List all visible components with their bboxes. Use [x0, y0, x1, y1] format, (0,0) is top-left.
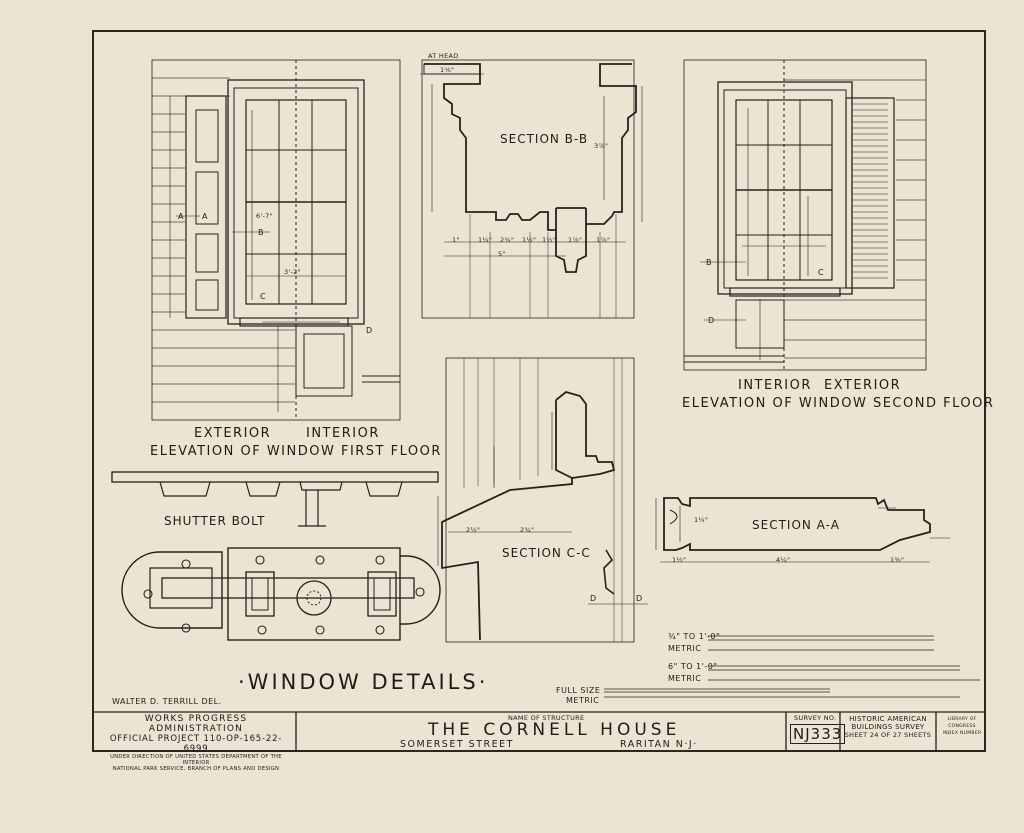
dim-ff-width: 3'-2": [284, 268, 301, 276]
dim-bb-row: 1": [452, 236, 460, 244]
structure-name: THE CORNELL HOUSE: [428, 720, 681, 740]
scale-full-size-label: FULL SIZE: [556, 686, 601, 695]
sf-label-exterior: EXTERIOR: [824, 378, 902, 393]
ff-label-exterior: EXTERIOR: [194, 426, 272, 441]
section-mark-c: C: [818, 268, 825, 277]
agency-line: OFFICIAL PROJECT 110-OP-165-22-6999: [109, 734, 283, 754]
agency-line: UNDER DIRECTION OF UNITED STATES DEPARTM…: [110, 754, 282, 766]
library-note: LIBRARY OF CONGRESS INDEX NUMBER: [942, 717, 982, 736]
scale-six-label: 6" TO 1'-0": [668, 662, 718, 671]
agency-line: WORKS PROGRESS ADMINISTRATION: [144, 714, 248, 734]
delineator-credit: WALTER D. TERRILL DEL.: [112, 697, 222, 706]
dim-bb-row: 1¼": [478, 236, 493, 244]
section-aa-label: SECTION A-A: [752, 518, 840, 532]
dim-bb-row: 1⅞": [596, 236, 611, 244]
agency-block: WORKS PROGRESS ADMINISTRATION OFFICIAL P…: [98, 714, 294, 772]
dim-aa-row: 1⅜": [890, 556, 905, 564]
section-mark-d: D: [590, 594, 597, 603]
dim-bb-row: 1½": [522, 236, 537, 244]
structure-name-label: NAME OF STRUCTURE: [508, 714, 585, 722]
second-floor-elevation: [683, 59, 927, 371]
sheet-number: SHEET 24 OF 27 SHEETS: [844, 731, 932, 739]
dim-aa-row: 1½": [672, 556, 687, 564]
sf-elevation-title: ELEVATION OF WINDOW SECOND FLOOR: [682, 396, 995, 411]
section-aa: [655, 497, 950, 563]
section-mark-d: D: [636, 594, 643, 603]
ff-label-interior: INTERIOR: [306, 426, 380, 441]
drawing-sheet: [92, 30, 986, 752]
section-mark-c: C: [260, 292, 267, 301]
title-block-frame: [94, 711, 986, 752]
section-mark-b: B: [258, 228, 264, 237]
dim-bb-row: 2¾": [500, 236, 515, 244]
dim-bb-row: 1½": [542, 236, 557, 244]
shutter-bolt-label: SHUTTER BOLT: [164, 514, 266, 528]
dim-bb-top: 1⅝": [440, 66, 455, 74]
dim-aa-row: 4¼": [776, 556, 791, 564]
shutter-bolt: [111, 471, 441, 641]
survey-label: SURVEY NO.: [794, 714, 837, 722]
section-mark-a: A: [202, 212, 208, 221]
first-floor-elevation: [151, 59, 401, 421]
habs-line: BUILDINGS SURVEY: [851, 723, 925, 731]
section-mark-b: B: [706, 258, 712, 267]
dim-bb-overall: 5": [498, 250, 506, 258]
scale-quarter-label: ¾" TO 1'-0": [668, 632, 721, 641]
section-bb-label: SECTION B-B: [500, 132, 589, 146]
section-mark-d: D: [708, 316, 715, 325]
scale-bars: [604, 635, 980, 698]
scale-metric-label: METRIC: [566, 696, 600, 705]
dim-cc-row: 2¾": [520, 526, 535, 534]
ff-elevation-title: ELEVATION OF WINDOW FIRST FLOOR: [150, 444, 442, 459]
dim-ff-height: 6'-7": [256, 212, 273, 220]
habs-line: HISTORIC AMERICAN: [849, 715, 927, 723]
dim-bb-right: 3⅞": [594, 142, 609, 150]
structure-street: SOMERSET STREET: [400, 739, 514, 750]
sheet-title: ·WINDOW DETAILS·: [238, 670, 489, 694]
dim-aa-height: 1¼": [694, 516, 709, 524]
sf-label-interior: INTERIOR: [738, 378, 812, 393]
section-cc-label: SECTION C-C: [502, 546, 591, 560]
survey-number: NJ333: [790, 724, 846, 744]
section-cc: [437, 357, 648, 643]
scale-metric-label: METRIC: [668, 674, 702, 683]
section-mark-d: D: [366, 326, 373, 335]
dim-cc-row: 2½": [466, 526, 481, 534]
structure-city: RARITAN N·J·: [620, 739, 698, 750]
dim-bb-row: 1⅞": [568, 236, 583, 244]
habs-block: HISTORIC AMERICAN BUILDINGS SURVEY SHEET…: [842, 715, 934, 739]
section-bb: [420, 59, 643, 319]
at-head-label: AT HEAD: [428, 52, 459, 60]
agency-line: NATIONAL PARK SERVICE, BRANCH OF PLANS A…: [112, 766, 280, 772]
scale-metric-label: METRIC: [668, 644, 702, 653]
section-mark-a: A: [178, 212, 184, 221]
